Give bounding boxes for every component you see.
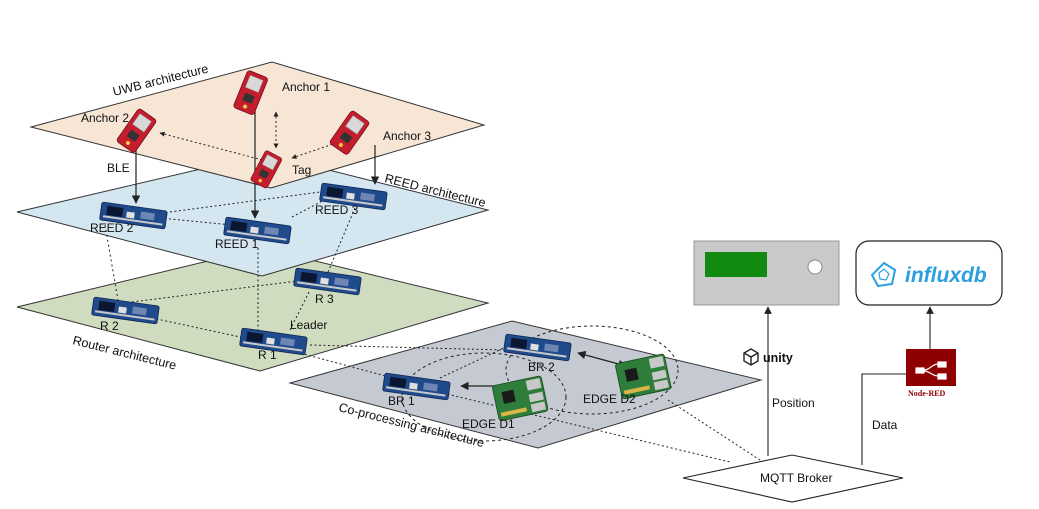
cluster-ellipses: [401, 325, 679, 442]
unity-indicator: [807, 259, 823, 275]
anchor-3-label: Anchor 3: [383, 129, 431, 143]
br2-label: BR 2: [528, 360, 555, 374]
ble-label: BLE: [107, 161, 130, 175]
unity-label: unity: [763, 351, 793, 365]
position-label: Position: [772, 396, 815, 410]
influxdb-icon: [870, 261, 897, 288]
unity-logo-icon: [743, 348, 759, 366]
leader-label: Leader: [290, 318, 327, 332]
r1-label: R 1: [258, 348, 277, 362]
reed-3-label: REED 3: [315, 203, 359, 217]
reed-1-label: REED 1: [215, 237, 259, 251]
edge-d2-label: EDGE D2: [583, 392, 636, 406]
r2-label: R 2: [100, 319, 119, 333]
anchor-2-label: Anchor 2: [81, 111, 129, 125]
reed-2-label: REED 2: [90, 221, 134, 235]
service-links: [764, 306, 934, 465]
tag-label: Tag: [292, 163, 311, 177]
mqtt-broker-shape: [682, 454, 904, 503]
data-label: Data: [872, 418, 898, 432]
br1-label: BR 1: [388, 394, 415, 408]
nodered-label: Node-RED: [908, 389, 946, 398]
influxdb-label: influxdb: [905, 264, 987, 287]
anchor-1-label: Anchor 1: [282, 80, 330, 94]
influxdb-box: [855, 240, 1003, 306]
unity-screen: [705, 252, 767, 277]
uwb-plane: [29, 61, 486, 189]
dotted-links: [104, 111, 761, 463]
mqtt-broker-label: MQTT Broker: [760, 471, 832, 485]
nodered-icon: [915, 361, 947, 380]
edge-d1-label: EDGE D1: [462, 417, 515, 431]
r3-label: R 3: [315, 292, 334, 306]
router-plane: [16, 247, 490, 372]
